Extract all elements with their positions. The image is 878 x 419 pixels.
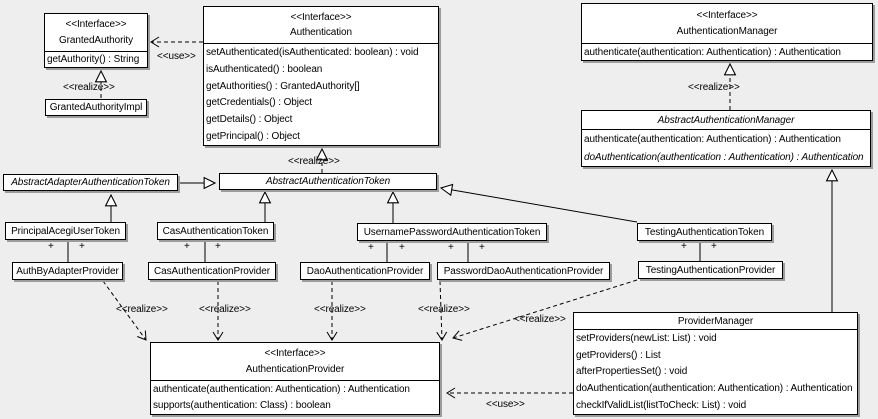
class-box-auth-by-adapter-provider: AuthByAdapterProvider [12, 262, 123, 280]
class-name: PasswordDaoAuthenticationProvider [443, 265, 604, 277]
plus-label: + [79, 241, 85, 252]
method-row: afterPropertiesSet() : void [576, 366, 688, 378]
class-box-cas-authentication-token: CasAuthenticationToken [157, 222, 274, 240]
class-name: DaoAuthenticationProvider [306, 265, 424, 277]
class-name: GrantedAuthorityImpl [49, 102, 143, 113]
class-box-authentication-provider: <<Interface>> AuthenticationProvider aut… [150, 342, 440, 415]
plus-label: + [448, 242, 454, 253]
plus-label: + [368, 242, 374, 253]
method-row: authenticate(authentication: Authenticat… [584, 46, 841, 58]
stereotype: <<Interface>> [290, 11, 352, 23]
method-row: getCredentials() : Object [206, 97, 312, 109]
stereotype: <<Interface>> [65, 19, 127, 30]
class-header: <<Interface>> AuthenticationManager [582, 4, 872, 44]
class-name: AuthenticationManager [676, 26, 778, 38]
members: authenticate(authentication: Authenticat… [151, 381, 439, 414]
realize-label: <<realize>> [199, 304, 251, 315]
class-name: AbstractAuthenticationManager [657, 114, 795, 126]
class-name: CasAuthenticationProvider [154, 265, 270, 277]
method-row: doAuthentication(authentication: Authent… [576, 383, 853, 395]
method-row: authenticate(authentication: Authenticat… [153, 383, 410, 395]
realize-label: <<realize>> [314, 304, 366, 315]
realize-label: <<realize>> [688, 82, 740, 93]
class-box-abstract-authentication-manager: AbstractAuthenticationManager authentica… [581, 110, 871, 167]
plus-label: + [711, 241, 717, 252]
class-box-dao-authentication-provider: DaoAuthenticationProvider [300, 262, 430, 280]
plus-label: + [215, 241, 221, 252]
method-row: getAuthority() : String [47, 54, 140, 65]
use-label: <<use>> [157, 51, 196, 62]
method-row: isAuthenticated() : boolean [206, 63, 323, 75]
members: authenticate(authentication: Authenticat… [582, 130, 870, 166]
class-box-granted-authority: <<Interface>> GrantedAuthority getAuthor… [44, 13, 148, 68]
realize-label: <<realize>> [288, 156, 340, 167]
members: setProviders(newList: List) : void getPr… [574, 330, 857, 414]
class-name: TestingAuthenticationToken [644, 226, 765, 238]
class-box-username-password-authentication-token: UsernamePasswordAuthenticationToken [357, 223, 547, 241]
class-name: TestingAuthenticationProvider [645, 264, 776, 276]
class-box-authentication-manager: <<Interface>> AuthenticationManager auth… [581, 3, 873, 61]
class-name: AuthByAdapterProvider [16, 265, 119, 277]
method-row: setAuthenticated(isAuthenticated: boolea… [206, 46, 419, 58]
method-row: checkIfValidList(listToCheck: List) : vo… [576, 400, 747, 412]
association-edges [67, 240, 701, 262]
plus-label: + [399, 242, 405, 253]
method-row: supports(authentication: Class) : boolea… [153, 400, 331, 412]
class-header: AbstractAuthenticationManager [582, 111, 870, 130]
method-row: getAuthorities() : GrantedAuthority[] [206, 80, 360, 92]
realize-label: <<realize>> [63, 82, 115, 93]
plus-label: + [479, 242, 485, 253]
class-header: <<Interface>> AuthenticationProvider [151, 343, 439, 381]
realize-label: <<realize>> [418, 304, 470, 315]
realize-label: <<realize>> [116, 304, 168, 315]
class-name: ProviderManager [677, 315, 754, 327]
class-box-password-dao-authentication-provider: PasswordDaoAuthenticationProvider [437, 262, 610, 280]
class-box-abstract-authentication-token: AbstractAuthenticationToken [219, 173, 437, 190]
members: getAuthority() : String [45, 52, 147, 67]
class-name: AbstractAuthenticationToken [265, 176, 391, 187]
class-name: PrincipalAcegiUserToken [11, 225, 120, 237]
plus-label: + [681, 241, 687, 252]
method-row: setProviders(newList: List) : void [576, 332, 717, 344]
stereotype: <<Interface>> [696, 9, 758, 21]
class-header: <<Interface>> GrantedAuthority [45, 14, 147, 52]
class-box-principal-acegi-user-token: PrincipalAcegiUserToken [5, 222, 126, 240]
plus-label: + [48, 241, 54, 252]
method-row: doAuthentication(authentication : Authen… [584, 151, 864, 163]
class-name: Authentication [290, 27, 352, 39]
use-label: <<use>> [486, 399, 525, 410]
method-row: getProviders() : List [576, 349, 661, 361]
class-name: AuthenticationProvider [245, 364, 345, 375]
class-box-testing-authentication-token: TestingAuthenticationToken [637, 223, 772, 241]
method-row: authenticate(authentication: Authenticat… [584, 133, 841, 145]
class-header: ProviderManager [574, 313, 857, 330]
class-box-provider-manager: ProviderManager setProviders(newList: Li… [573, 312, 858, 415]
class-box-abstract-adapter-authentication-token: AbstractAdapterAuthenticationToken [3, 174, 178, 191]
plus-label: + [184, 241, 190, 252]
class-box-testing-authentication-provider: TestingAuthenticationProvider [638, 261, 783, 279]
method-row: getPrincipal() : Object [206, 131, 300, 143]
class-header: <<Interface>> Authentication [204, 7, 438, 44]
members: setAuthenticated(isAuthenticated: boolea… [204, 44, 438, 145]
class-name: GrantedAuthority [59, 35, 133, 46]
realize-label: <<realize>> [514, 314, 566, 325]
stereotype: <<Interface>> [264, 348, 326, 359]
class-name: CasAuthenticationToken [162, 225, 269, 237]
class-name: UsernamePasswordAuthenticationToken [363, 226, 541, 238]
class-box-authentication: <<Interface>> Authentication setAuthenti… [203, 6, 439, 146]
class-box-granted-authority-impl: GrantedAuthorityImpl [45, 99, 147, 116]
members: authenticate(authentication: Authenticat… [582, 44, 872, 60]
class-name: AbstractAdapterAuthenticationToken [11, 177, 170, 188]
method-row: getDetails() : Object [206, 114, 293, 126]
class-box-cas-authentication-provider: CasAuthenticationProvider [148, 262, 276, 280]
